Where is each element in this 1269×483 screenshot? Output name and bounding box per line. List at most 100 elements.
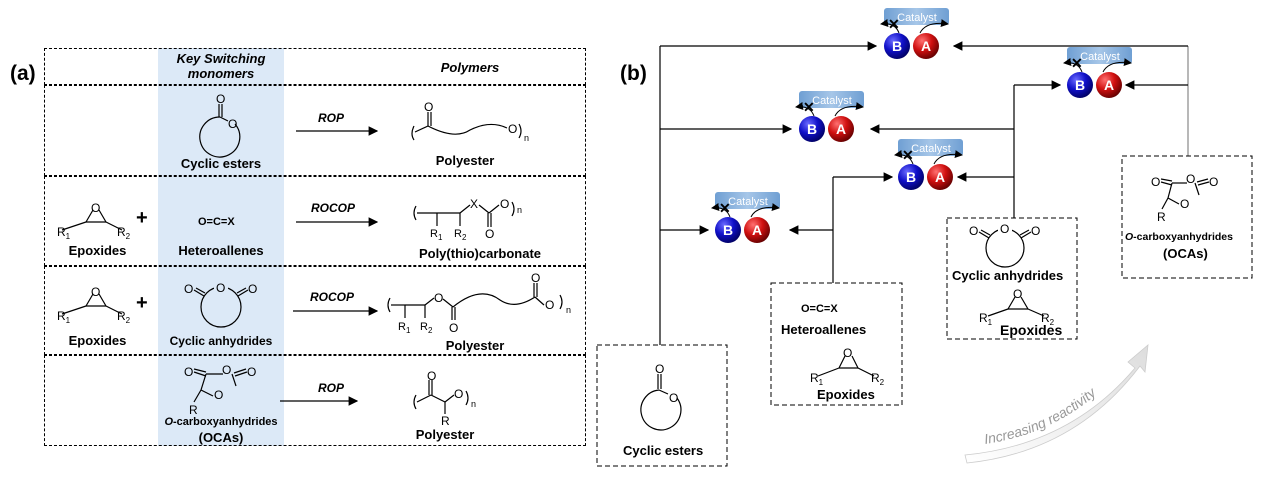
- r1-label: R1: [979, 311, 993, 327]
- polymer-label: Polyester: [415, 427, 475, 442]
- row-4-frame: [44, 355, 586, 446]
- heteroallene-formula: O=C=X: [801, 303, 838, 315]
- monomer-label: O-carboxyanhydrides: [155, 416, 287, 428]
- ring-gap: [214, 282, 228, 292]
- epoxides-label: Epoxides: [1000, 322, 1062, 338]
- atom-o: O: [91, 285, 100, 299]
- polymer-label: Poly(thio)carbonate: [418, 246, 542, 261]
- site-a-label: A: [836, 121, 846, 137]
- row-1-frame: [44, 85, 586, 176]
- atom-o: O: [655, 362, 664, 376]
- atom-o: O: [222, 363, 231, 377]
- blocked-arrow: [795, 102, 815, 117]
- epoxide-structure: [987, 296, 1045, 317]
- monomer-name: -carboxyanhydrides: [173, 416, 278, 428]
- polymer-label: Polyester: [445, 338, 505, 353]
- atom-o: O: [545, 298, 554, 312]
- site-b: [799, 116, 825, 142]
- panel-a-structures: O O O O n O R1 R2 + O=C=X X O O n R1 R2: [57, 92, 571, 428]
- atom-o: O: [248, 282, 257, 296]
- atom-o: O: [500, 197, 509, 211]
- epoxide-structure: [61, 209, 123, 231]
- site-b: [1067, 72, 1093, 98]
- release-arrow: [1102, 58, 1132, 73]
- atom-r: R: [1157, 210, 1166, 224]
- row-3-frame: [44, 266, 586, 355]
- catalyst-label: Catalyst: [911, 143, 951, 155]
- catalyst-badge: [898, 139, 963, 156]
- polycarbonate-structure: [413, 201, 515, 227]
- cyclic-ester-structure: [199, 104, 241, 158]
- cyclic-anhydrides-label: Cyclic anhydrides: [952, 268, 1063, 283]
- cyclic-ester-structure: [640, 374, 682, 431]
- row-2-frame: [44, 176, 586, 266]
- site-b-label: B: [723, 222, 733, 238]
- cyclic-anhydrides-box: [946, 217, 1078, 340]
- catalyst-label: Catalyst: [1080, 51, 1120, 63]
- atom-o: O: [485, 227, 494, 241]
- site-a-label: A: [1104, 77, 1114, 93]
- site-a-label: A: [935, 169, 945, 185]
- atom-o: O: [427, 369, 436, 383]
- connector-lines: [659, 41, 1189, 345]
- site-a: [1096, 72, 1122, 98]
- atom-o: O: [424, 100, 433, 114]
- catalyst-label: Catalyst: [897, 12, 937, 24]
- atom-o: O: [184, 365, 193, 379]
- heteroallenes-label: Heteroallenes: [781, 322, 866, 337]
- monomer-label: Cyclic anhydrides: [169, 334, 273, 348]
- comonomer-label: Epoxides: [68, 333, 127, 348]
- reaction-label: ROP: [318, 381, 345, 395]
- monomer-label: Cyclic esters: [180, 156, 262, 171]
- reaction-label: ROCOP: [310, 290, 355, 304]
- atom-o: O: [1186, 172, 1195, 186]
- epoxide-structure: [817, 355, 875, 377]
- catalyst-badge: [799, 91, 864, 108]
- reaction-label: ROCOP: [311, 201, 356, 215]
- atom-o: O: [1013, 287, 1022, 301]
- atom-o: O: [228, 117, 237, 131]
- catalyst-badge: [884, 8, 949, 25]
- header-monomers-line1: Key Switching: [176, 51, 266, 66]
- site-b: [884, 33, 910, 59]
- header-row: [44, 48, 586, 85]
- atom-o: O: [434, 291, 443, 305]
- cyclic-esters-box: [596, 344, 728, 467]
- cross-mark-icon: ✕: [719, 200, 731, 216]
- atom-o: O: [216, 281, 225, 295]
- release-arrow: [919, 19, 949, 34]
- atom-o: O: [531, 271, 540, 285]
- plus-sign: +: [136, 292, 148, 314]
- release-arrow: [933, 150, 963, 165]
- atom-x: X: [470, 197, 478, 211]
- site-b: [898, 164, 924, 190]
- cross-mark-icon: ✕: [1071, 55, 1083, 71]
- monomer-column-highlight: [158, 48, 284, 446]
- atom-o: O: [843, 346, 852, 360]
- site-b-label: B: [906, 169, 916, 185]
- r1-label: R1: [430, 228, 443, 242]
- r2-label: R2: [117, 309, 131, 325]
- atom-o: O: [669, 391, 678, 405]
- atom-o: O: [184, 282, 193, 296]
- blocked-arrow: [1063, 58, 1083, 73]
- atom-o: O: [91, 201, 100, 215]
- site-a: [744, 217, 770, 243]
- site-a: [828, 116, 854, 142]
- epoxide-structure: [61, 293, 123, 315]
- polyester-structure: [411, 112, 522, 141]
- increasing-reactivity-arrow: Increasing reactivity: [964, 344, 1149, 464]
- cyclic-esters-label: Cyclic esters: [623, 443, 703, 458]
- header-monomers-line2: monomers: [187, 66, 255, 81]
- atom-o: O: [508, 122, 517, 136]
- site-b-label: B: [807, 121, 817, 137]
- panel-a-label: (a): [10, 62, 36, 85]
- site-a: [927, 164, 953, 190]
- polyester-structure: [387, 283, 563, 320]
- atom-o: O: [1031, 224, 1040, 238]
